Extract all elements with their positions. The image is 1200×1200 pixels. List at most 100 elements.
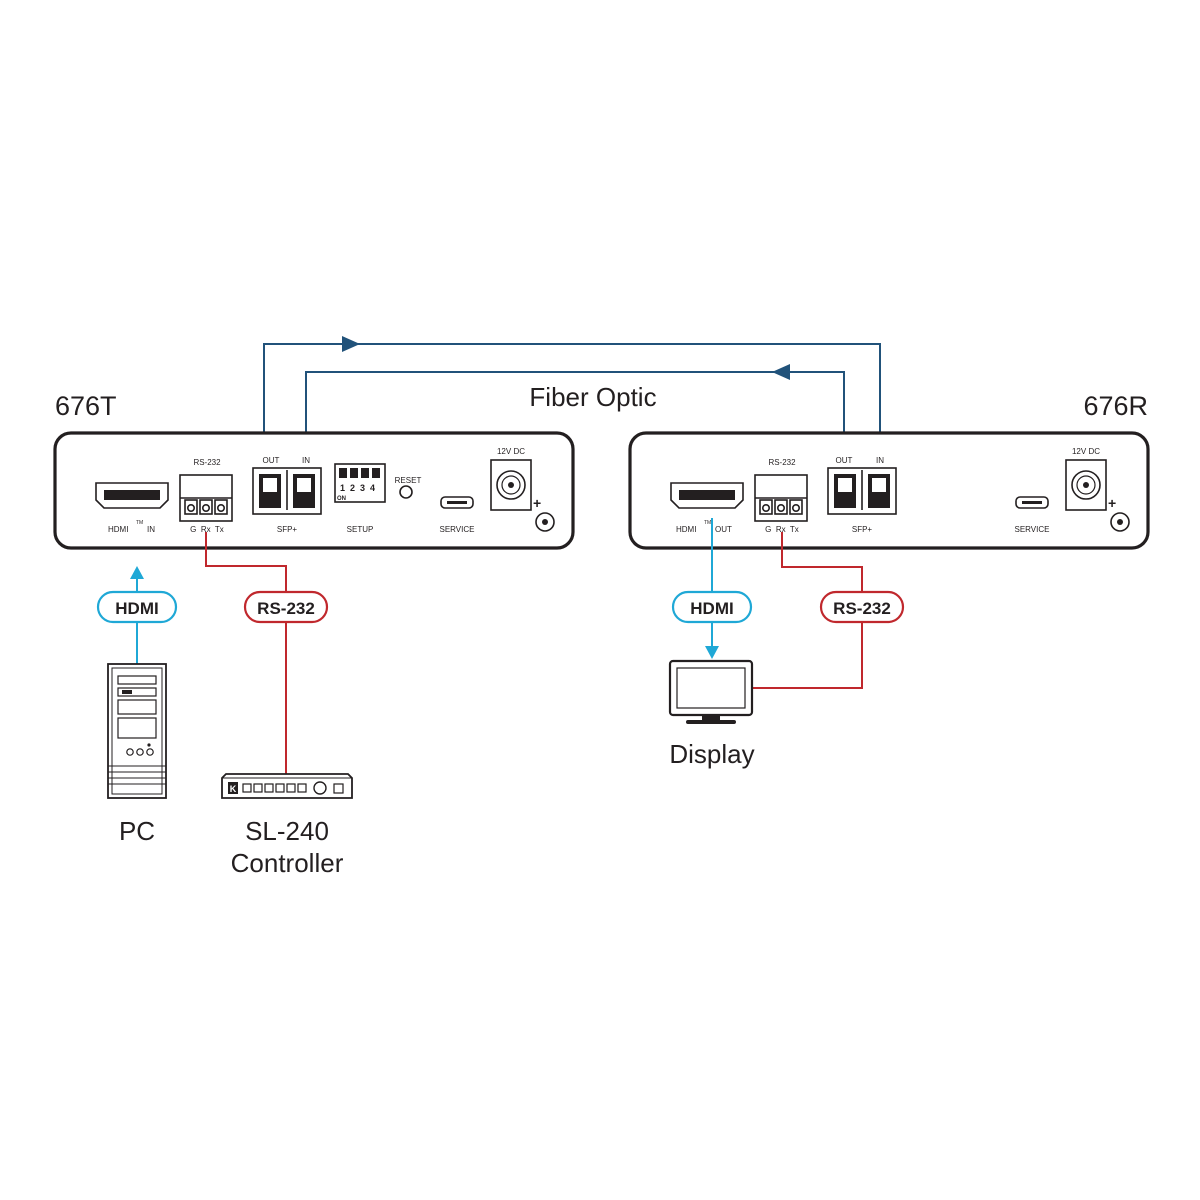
dip-on-label: ON: [337, 496, 346, 502]
terminal-pin-g: [759, 499, 773, 515]
dip-switch-housing-icon: [334, 463, 386, 503]
terminal-screw-icon: [187, 503, 196, 512]
controller-logo-icon: K: [230, 784, 237, 794]
controller-key: [253, 783, 263, 793]
rs232-cable-badge: [243, 590, 329, 624]
polarity-icon: [1110, 512, 1130, 532]
pc-drive-bay: [117, 675, 157, 685]
setup-dip-switch: 1 2 3 4 ON SETUP: [334, 463, 386, 534]
terminal-pin-rx: [199, 499, 213, 515]
rs232-port-label: RS-232: [193, 458, 221, 467]
sfp-label: SFP+: [277, 525, 298, 534]
rx-rs232-cable: RS-232: [752, 532, 905, 689]
controller-key: [297, 783, 307, 793]
hdmi-tm-mark: TM: [704, 520, 711, 526]
sfp-slot-window: [838, 478, 852, 492]
usb-port-icon: [1015, 496, 1049, 509]
fiber-arrow-right: [342, 336, 360, 352]
monitor-icon: [668, 659, 754, 724]
polarity-icon: [535, 512, 555, 532]
controller-key: [242, 783, 252, 793]
power-plus: +: [1108, 495, 1116, 511]
power-label: 12V DC: [1072, 447, 1100, 456]
polarity-center: [542, 519, 548, 525]
hdmi-pins-icon: [104, 490, 160, 500]
monitor-bezel: [668, 659, 754, 717]
sfp-port: OUT IN SFP+: [252, 456, 322, 534]
tx-rs232-cable: RS-232: [205, 532, 329, 775]
fiber-arrow-left: [772, 364, 790, 380]
usb-port-tongue: [447, 501, 467, 504]
power-jack-pin: [1083, 482, 1089, 488]
power-jack-ring: [501, 475, 521, 495]
hdmi-cable-badge: [671, 590, 753, 624]
hdmi-tm-mark: TM: [136, 520, 143, 526]
device-title: 676T: [55, 391, 117, 421]
power-port: 12V DC +: [1065, 447, 1130, 532]
terminal-screw-icon: [791, 503, 800, 512]
controller-key: [264, 783, 274, 793]
controller-label-line2: Controller: [231, 848, 344, 878]
dip-toggle-icon: [339, 468, 347, 478]
controller-unit-icon: K: [221, 773, 353, 799]
power-label: 12V DC: [497, 447, 525, 456]
hdmi-cable-label: HDMI: [690, 599, 733, 618]
power-jack-housing-icon: [490, 459, 532, 511]
service-label: SERVICE: [440, 525, 475, 534]
sfp-slot-window: [872, 478, 886, 492]
usb-port-tongue: [1022, 501, 1042, 504]
sfp-label: SFP+: [852, 525, 873, 534]
terminal-pin-rx: [774, 499, 788, 515]
fiber-link-r-out-to-t-in: [305, 371, 845, 455]
controller-key: [333, 783, 344, 794]
hdmi-pins-icon: [679, 490, 735, 500]
controller-key: [286, 783, 296, 793]
pc-inner-frame: [111, 667, 163, 795]
sfp-out-label: OUT: [836, 456, 853, 465]
power-jack-pin: [508, 482, 514, 488]
dip-numbers: 1 2 3 4: [340, 483, 375, 493]
rs232-cable-label: RS-232: [257, 599, 315, 618]
controller-logo-badge: [228, 782, 238, 794]
pc-label: PC: [119, 816, 155, 846]
usb-port-icon: [440, 496, 474, 509]
service-port: SERVICE: [1015, 496, 1050, 534]
hdmi-connector-icon: [670, 482, 744, 509]
polarity-center: [1117, 519, 1123, 525]
fiber-link-t-out-to-r-in: [263, 343, 881, 455]
fiber-optic-label: Fiber Optic: [529, 382, 656, 412]
hdmi-port-label: HDMI: [676, 525, 696, 534]
terminal-pin-tx: [789, 499, 803, 515]
monitor-neck: [702, 715, 720, 720]
power-jack-icon: [496, 470, 526, 500]
device-676t: 676T HDMI TM IN RS-232 G Rx Tx OUT IN: [53, 391, 575, 550]
dip-toggle-icon: [372, 468, 380, 478]
terminal-pin-labels: G Rx Tx: [190, 525, 224, 534]
power-plus: +: [533, 495, 541, 511]
terminal-pin-tx: [214, 499, 228, 515]
sfp-slot-window: [263, 478, 277, 492]
sfp-out-label: OUT: [263, 456, 280, 465]
hdmi-cable-badge: [96, 590, 178, 624]
rs232-terminal: RS-232 G Rx Tx: [179, 458, 233, 534]
sfp-in-label: IN: [876, 456, 884, 465]
service-label: SERVICE: [1015, 525, 1050, 534]
pc-device: PC: [107, 663, 167, 846]
display-label: Display: [669, 739, 754, 769]
hdmi-arrow-down-icon: [705, 646, 719, 659]
terminal-pin-g: [184, 499, 198, 515]
rs232-terminal: RS-232 G Rx Tx: [754, 458, 808, 534]
hdmi-out-port: HDMI TM OUT: [670, 482, 744, 534]
monitor-base: [686, 720, 736, 724]
pc-drive-slot: [122, 690, 132, 694]
dip-toggle-icon: [350, 468, 358, 478]
pc-button: [126, 748, 134, 756]
reset-button: RESET: [395, 476, 421, 499]
monitor-screen: [676, 667, 746, 709]
hdmi-port-direction: OUT: [715, 525, 732, 534]
power-jack-housing-icon: [1065, 459, 1107, 511]
hdmi-cable-label: HDMI: [115, 599, 158, 618]
device-676r: 676R HDMI TM OUT RS-232 G Rx Tx OUT IN: [628, 391, 1150, 550]
terminal-screw-icon: [202, 503, 211, 512]
